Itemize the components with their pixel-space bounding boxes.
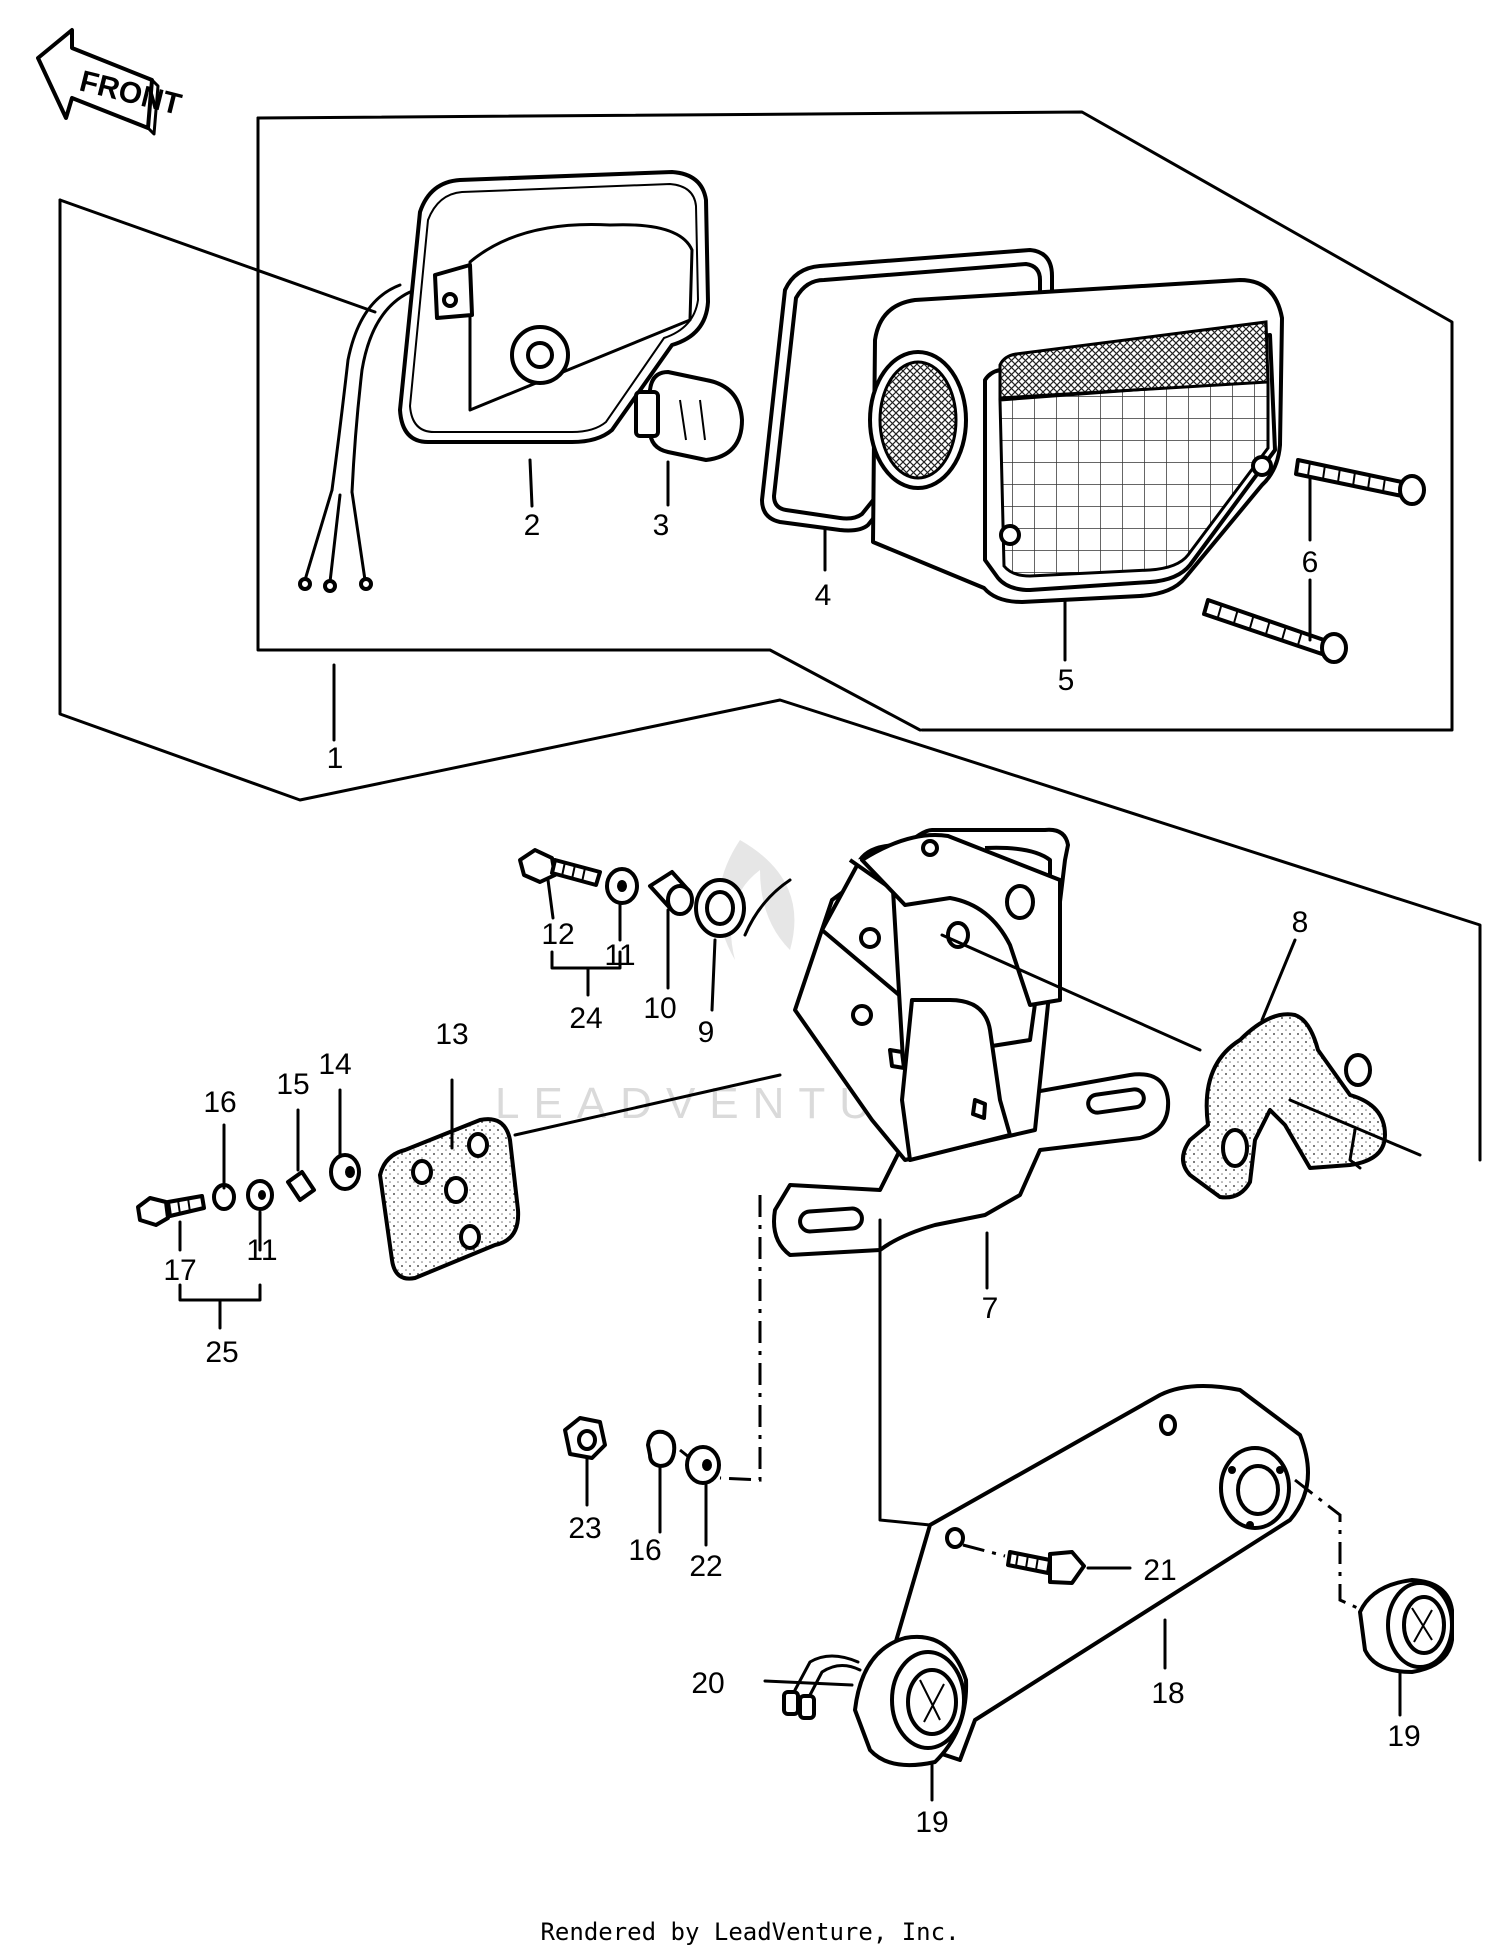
callout-16-bottom: 16 (628, 1534, 661, 1567)
callout-16-left: 16 (203, 1086, 236, 1119)
callout-19-left: 19 (915, 1806, 948, 1839)
callout-6: 6 (1302, 546, 1319, 579)
leader-lines (178, 458, 1422, 1802)
callout-24: 24 (569, 1002, 602, 1035)
callout-23: 23 (568, 1512, 601, 1545)
reflector-wires (782, 1654, 862, 1720)
lens-screws (1202, 458, 1426, 664)
callout-5: 5 (1058, 664, 1075, 697)
callout-21: 21 (1143, 1554, 1176, 1587)
lamp-base (298, 170, 710, 593)
collar-10 (648, 870, 694, 916)
washer-22 (685, 1445, 721, 1485)
callout-11-top: 11 (604, 939, 635, 972)
collar-15 (286, 1170, 316, 1202)
stay-plate (1181, 1012, 1387, 1200)
callout-3: 3 (653, 509, 670, 542)
bulb (634, 370, 744, 462)
callout-22: 22 (689, 1550, 722, 1583)
screw-21 (1006, 1550, 1086, 1585)
cushion-13 (378, 1117, 521, 1281)
callout-4: 4 (815, 579, 832, 612)
callout-20: 20 (691, 1667, 724, 1700)
callout-17: 17 (163, 1254, 196, 1287)
callout-1: 1 (327, 742, 344, 775)
assembly-outlines (58, 110, 1482, 1162)
callout-15: 15 (276, 1068, 309, 1101)
front-arrow-icon: FRONT (36, 28, 185, 136)
callout-14: 14 (318, 1048, 351, 1081)
grommet-9 (694, 878, 746, 938)
credit-text: Rendered by LeadVenture, Inc. (540, 1918, 959, 1946)
callout-2: 2 (524, 509, 541, 542)
callout-25: 25 (205, 1336, 238, 1369)
callout-8: 8 (1292, 906, 1309, 939)
callouts: 1 2 3 4 5 6 7 8 9 10 11 11 12 13 14 15 1… (163, 509, 1420, 1839)
tail-lens (868, 278, 1284, 604)
callout-7: 7 (982, 1292, 999, 1325)
lockwasher-16-bottom (646, 1429, 677, 1468)
callout-13: 13 (435, 1018, 468, 1051)
callout-11-left: 11 (246, 1234, 277, 1267)
reflector-plate-18 (868, 1384, 1310, 1762)
callout-12: 12 (541, 918, 574, 951)
bolt-17 (136, 1194, 206, 1227)
callout-10: 10 (643, 992, 676, 1025)
washer-11-top-hole (617, 880, 627, 892)
callout-18: 18 (1151, 1677, 1184, 1710)
nut-23 (563, 1416, 607, 1460)
bolt-12 (518, 848, 602, 887)
reflector-19-left (853, 1634, 969, 1768)
washer-14 (329, 1153, 361, 1191)
callout-9: 9 (698, 1016, 715, 1049)
reflector-19-right (1358, 1578, 1454, 1674)
callout-19-right: 19 (1387, 1720, 1420, 1753)
washer-11-left (246, 1179, 274, 1211)
license-bracket (772, 827, 1171, 1257)
